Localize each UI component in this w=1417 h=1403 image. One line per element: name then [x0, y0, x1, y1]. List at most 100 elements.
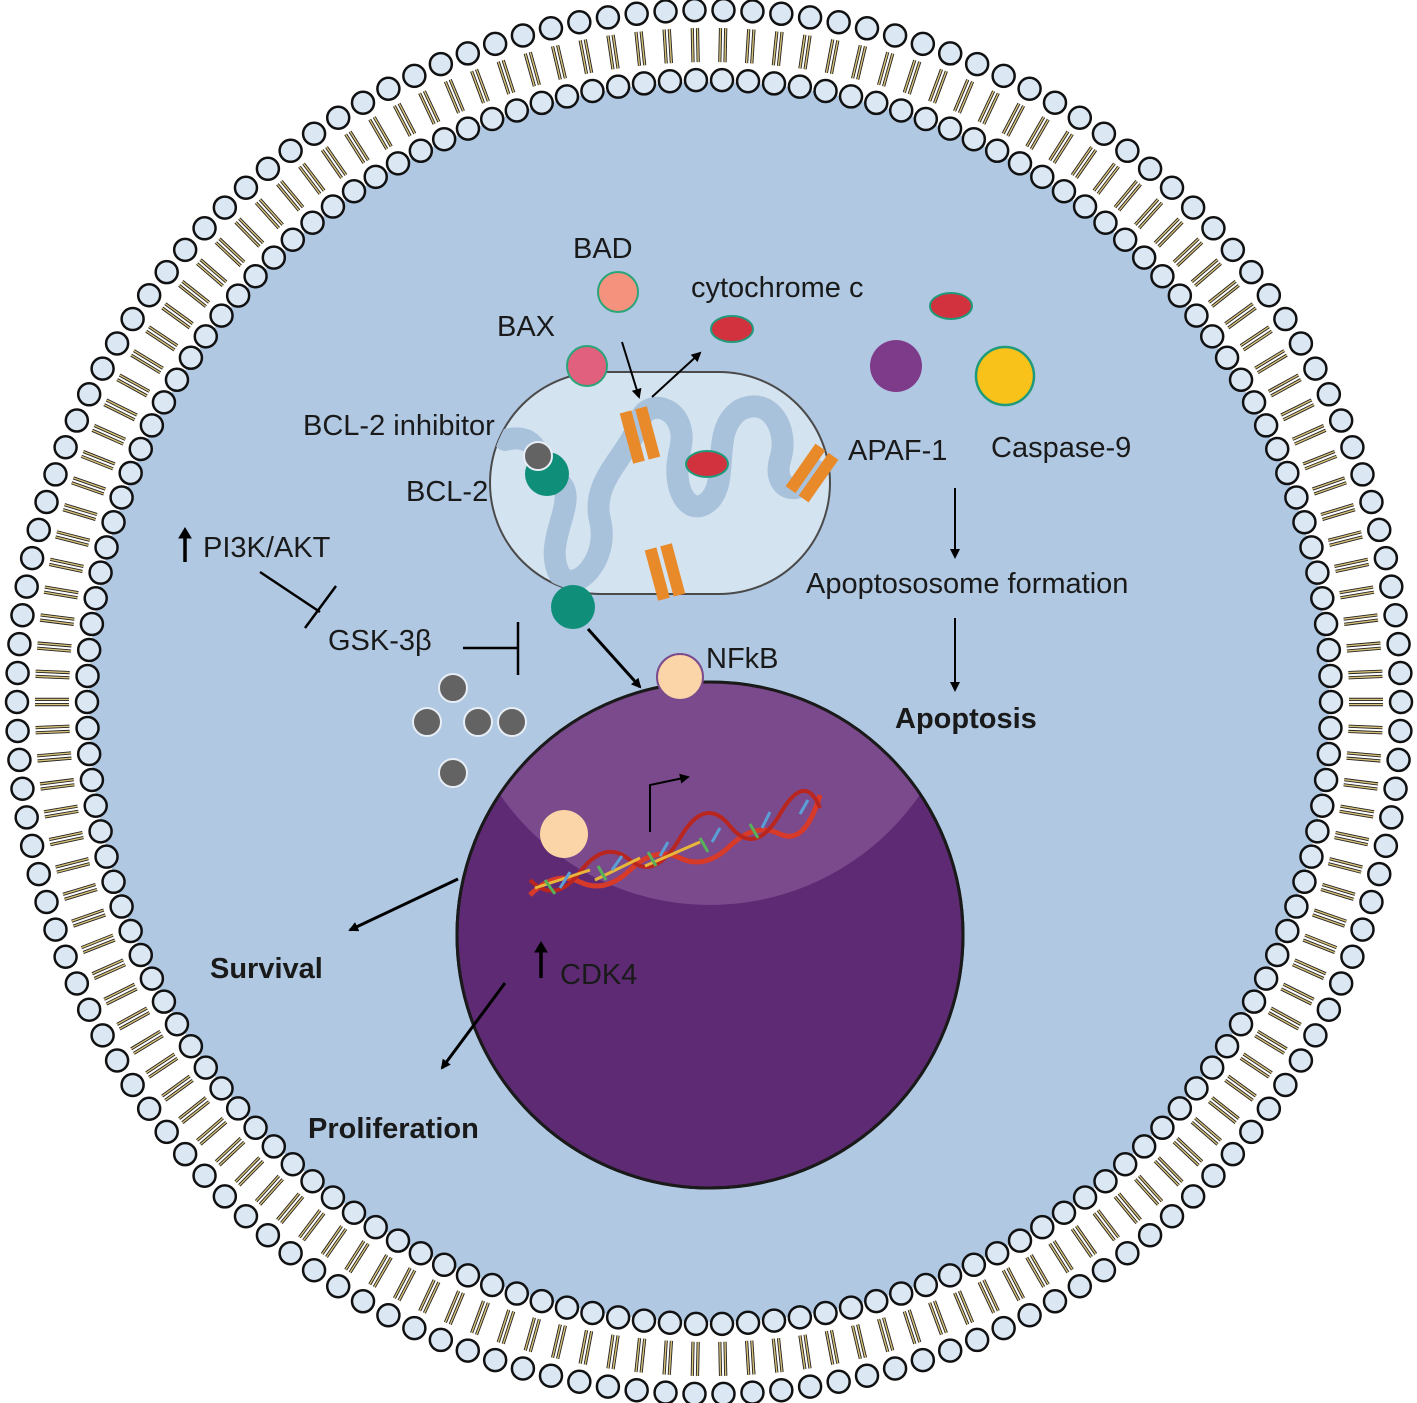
lipid-tail — [218, 238, 245, 263]
lipid-head — [1379, 574, 1404, 599]
lipid-head — [1072, 1185, 1098, 1210]
lipid-head — [1150, 263, 1175, 289]
lipid-head — [864, 90, 889, 116]
lipid-head — [882, 23, 908, 48]
lipid-tail — [1334, 836, 1368, 846]
lipid-tail — [181, 1101, 210, 1124]
lipid-tail — [933, 70, 948, 104]
lipid-head — [363, 164, 388, 190]
lipid-tail — [877, 51, 889, 86]
lipid-head — [961, 126, 987, 152]
lipid-tail — [804, 1334, 811, 1369]
lipid-head — [34, 889, 59, 915]
lipid-head — [1383, 603, 1408, 628]
lipid-tail — [1254, 350, 1285, 369]
lipid-tail — [928, 69, 943, 102]
lipid-head — [1072, 194, 1098, 219]
lipid-tail — [373, 116, 392, 147]
lipid-tail — [1348, 675, 1383, 679]
lipid-tail — [1097, 166, 1120, 195]
lipid-head — [139, 966, 165, 991]
lipid-head — [350, 90, 376, 115]
lipid-tail — [345, 1240, 365, 1271]
lipid-tail — [1071, 146, 1093, 176]
lipid-head — [1042, 1289, 1068, 1314]
lipid-head — [1328, 408, 1354, 433]
lipid-tail — [696, 1341, 699, 1376]
caspase9-molecule — [974, 345, 1036, 407]
lipid-tail — [529, 1318, 541, 1353]
lipid-head — [1318, 715, 1343, 741]
lipid-tail — [1270, 1007, 1302, 1026]
lipid-head — [225, 1096, 251, 1121]
lipid-tail — [958, 1290, 974, 1323]
lipid-head — [735, 68, 761, 94]
lipid-head — [595, 5, 621, 30]
lipid-tail — [298, 1209, 321, 1238]
lipid-tail — [668, 29, 673, 64]
lipid-tail — [298, 166, 321, 195]
lipid-head — [455, 1263, 481, 1288]
lipid-tail — [751, 29, 755, 64]
lipid-head — [529, 1288, 554, 1314]
lipid-tail — [1154, 1160, 1180, 1186]
lipid-head — [624, 1, 649, 27]
lipid-tail — [398, 1270, 416, 1301]
lipid-head — [1180, 195, 1206, 220]
lipid-head — [101, 509, 126, 535]
lipid-tail — [799, 1335, 806, 1370]
lipid-tail — [1329, 536, 1363, 547]
lipid-tail — [130, 354, 161, 374]
cytochrome-c-label: cytochrome c — [691, 272, 863, 304]
lipid-tail — [1194, 263, 1222, 287]
lipid-head — [554, 1295, 580, 1320]
lipid-tail — [772, 1338, 778, 1373]
lipid-tail — [475, 1302, 490, 1335]
lipid-head — [151, 390, 177, 415]
gsk3b-cluster — [412, 673, 527, 788]
lipid-head — [325, 105, 351, 130]
lipid-head — [1318, 663, 1343, 689]
lipid-head — [209, 1076, 234, 1101]
lipid-tail — [751, 1340, 755, 1375]
lipid-head — [1131, 245, 1157, 270]
lipid-head — [43, 462, 68, 487]
lipid-head — [1299, 844, 1324, 869]
lipid-head — [735, 1310, 761, 1336]
lipid-tail — [497, 1309, 510, 1343]
lipid-head — [1159, 1204, 1185, 1229]
lipid-tail — [1191, 1121, 1218, 1145]
lipid-head — [278, 138, 303, 164]
lipid-tail — [470, 70, 485, 104]
lipid-head — [1042, 90, 1068, 115]
lipid-tail — [1007, 1267, 1025, 1299]
lipid-head — [709, 67, 735, 93]
lipid-head — [1239, 259, 1264, 285]
lipid-head — [1241, 989, 1267, 1014]
lipid-head — [19, 545, 45, 571]
lipid-head — [192, 1163, 217, 1188]
lipid-head — [937, 1338, 963, 1363]
lipid-head — [711, 1381, 736, 1403]
lipid-head — [1264, 942, 1290, 968]
lipid-head — [1318, 689, 1344, 715]
lipid-tail — [983, 1279, 999, 1312]
lipid-tail — [635, 1338, 641, 1373]
lipid-head — [1150, 1115, 1175, 1141]
lipid-head — [1051, 1200, 1077, 1226]
lipid-tail — [1093, 163, 1115, 192]
lipid-tail — [1339, 586, 1374, 594]
lipid-tail — [1294, 429, 1327, 445]
lipid-tail — [908, 1309, 921, 1343]
lipid-tail — [978, 1281, 995, 1314]
lipid-tail — [1302, 939, 1335, 954]
lipid-head — [1051, 178, 1077, 204]
lipid-tail — [49, 831, 83, 841]
lipid-tail — [1304, 934, 1337, 949]
lipid-tail — [449, 1292, 465, 1325]
lipid-head — [1228, 367, 1254, 393]
lipid-head — [1275, 918, 1300, 944]
cytochrome-c-1 — [710, 315, 754, 343]
lipid-head — [882, 1356, 908, 1381]
lipid-head — [595, 1374, 621, 1399]
